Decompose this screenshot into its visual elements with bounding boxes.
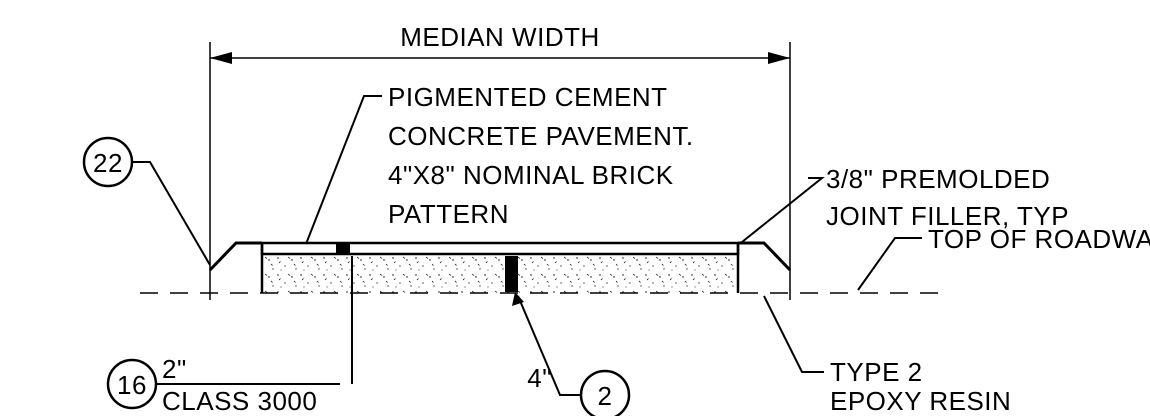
callout-top-of-roadway: TOP OF ROADWAY: [857, 224, 1150, 291]
right-curb: [738, 241, 792, 272]
pigmented-line-1: PIGMENTED CEMENT: [388, 82, 667, 112]
pigmented-line-4: PATTERN: [388, 199, 509, 229]
pigmented-surface-layer: [260, 241, 740, 256]
pigmented-line-3: 4"X8" NOMINAL BRICK: [388, 160, 674, 190]
callout-epoxy: TYPE 2 EPOXY RESIN: [763, 295, 1011, 416]
concrete-fill: [262, 254, 738, 293]
svg-text:PIGMENTED CEMENT CONCRET: PIGMENTED CEMENT CONCRETE PAVEMENT. 4"X8…: [388, 82, 701, 229]
median-width-label: MEDIAN WIDTH: [400, 22, 600, 52]
left-curb: [208, 241, 262, 272]
median-section: [208, 241, 792, 293]
svg-text:3/8" PREMOLDED JOINT FIL: 3/8" PREMOLDED JOINT FILLER, TYP: [826, 164, 1069, 231]
median-width-dimension: MEDIAN WIDTH: [209, 22, 791, 300]
center-joint-block: [505, 256, 518, 292]
joint-filler-line-2: JOINT FILLER, TYP: [826, 201, 1069, 231]
detail-bubble-22: 22: [82, 136, 211, 266]
class-3000-thickness: 2": [162, 354, 187, 384]
class-3000-label: CLASS 3000: [162, 386, 317, 416]
svg-text:2: 2: [598, 381, 613, 411]
svg-text:22: 22: [93, 148, 123, 178]
joint-width-label: 4": [527, 363, 552, 393]
brick-joint-block: [336, 243, 350, 255]
svg-text:TYPE 2 EPOXY RESIN: TYPE 2 EPOXY RESIN: [830, 357, 1011, 416]
arrowhead-right-icon: [768, 52, 790, 64]
joint-filler-line-1: 3/8" PREMOLDED: [826, 164, 1050, 194]
epoxy-line-2: EPOXY RESIN: [830, 386, 1011, 416]
epoxy-line-1: TYPE 2: [830, 357, 923, 387]
detail-bubble-16: 16 2" CLASS 3000: [106, 256, 353, 416]
arrowhead-up-icon: [512, 292, 524, 306]
detail-bubble-2: 2 4": [512, 292, 631, 416]
pigmented-line-2: CONCRETE PAVEMENT.: [388, 121, 694, 151]
arrowhead-left-icon: [210, 52, 232, 64]
callout-joint-filler: 3/8" PREMOLDED JOINT FILLER, TYP: [741, 164, 1069, 243]
svg-text:16: 16: [117, 370, 147, 400]
callout-pigmented-cement: PIGMENTED CEMENT CONCRETE PAVEMENT. 4"X8…: [305, 82, 701, 245]
top-of-roadway-label: TOP OF ROADWAY: [928, 224, 1150, 254]
